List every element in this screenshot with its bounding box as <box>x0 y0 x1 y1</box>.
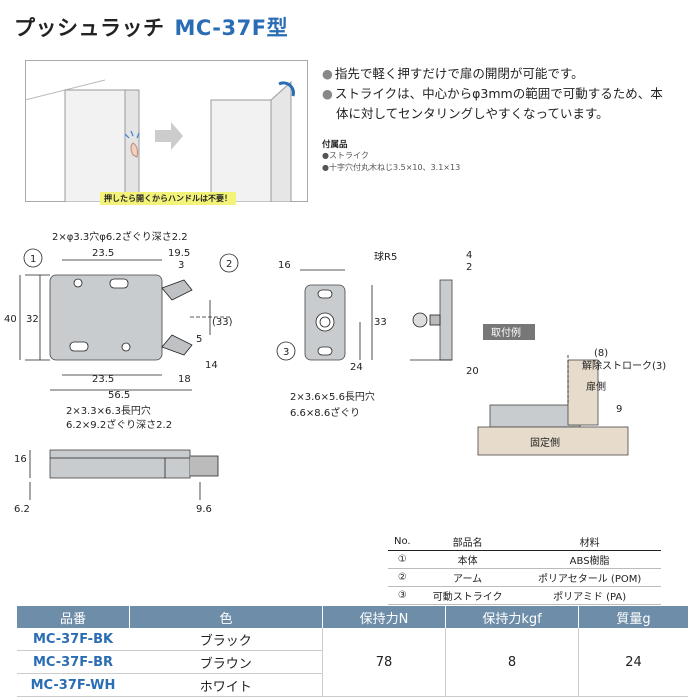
table-row: MC-37F-BR ブラウン <box>16 650 689 674</box>
dim-19-5: 19.5 <box>168 248 190 259</box>
dim-33: 33 <box>374 317 387 328</box>
dim-16a: 16 <box>14 454 27 465</box>
dim-3: 3 <box>178 260 184 271</box>
strike-hole-1: 2×3.6×5.6長円穴 <box>290 390 375 403</box>
marker-3: 3 <box>283 347 289 358</box>
illustration-caption: 押したら開くからハンドルは不要！ <box>100 192 236 205</box>
dim-14: 14 <box>205 360 218 371</box>
force-n-value: 78 <box>322 628 446 697</box>
feature-list: ●指先で軽く押すだけで扉の開閉が可能です。 ●ストライクは、中心からφ3mmの範… <box>322 64 692 124</box>
door-side-label: 扉側 <box>586 380 606 393</box>
mass-value: 24 <box>578 628 688 697</box>
dim-9: 9 <box>616 404 622 415</box>
page-title: プッシュラッチ MC-37F型 <box>14 12 288 42</box>
spec-header: 質量g <box>578 606 688 628</box>
marker-1: 1 <box>30 254 36 265</box>
dim-2: 2 <box>466 262 472 273</box>
marker-2: 2 <box>226 259 232 270</box>
hole-spec-top: 2×φ3.3穴φ6.2ざぐり深さ2.2 <box>52 230 188 243</box>
title-model: MC-37F型 <box>174 16 289 40</box>
table-row: MC-37F-BK ブラック 78 8 24 <box>16 628 688 697</box>
title-main: プッシュラッチ <box>14 16 165 40</box>
hole-spec-bottom-1: 2×3.3×6.3長円穴 <box>66 404 151 417</box>
dim-56-5: 56.5 <box>108 390 130 401</box>
dim-23-5b: 23.5 <box>92 374 114 385</box>
mount-8: (8) <box>594 348 608 359</box>
bullet-icon: ● <box>322 151 329 160</box>
usage-illustration <box>25 60 308 202</box>
dim-32: 32 <box>26 314 39 325</box>
dim-16b: 16 <box>278 260 291 271</box>
spec-header: 品番 <box>16 606 130 628</box>
dim-40: 40 <box>4 314 17 325</box>
accessory-item: ●十字穴付丸木ねじ3.5×10、3.1×13 <box>322 163 461 172</box>
release-stroke: 解除ストローク(3) <box>582 359 666 372</box>
dim-5: 5 <box>196 334 202 345</box>
hole-spec-bottom-2: 6.2×9.2ざぐり深さ2.2 <box>66 418 172 431</box>
dim-24: 24 <box>350 362 363 373</box>
accessories-title: 付属品 <box>322 140 348 150</box>
bullet-icon: ● <box>322 86 333 101</box>
bullet-icon: ● <box>322 163 329 172</box>
feature-item: ●ストライクは、中心からφ3mmの範囲で可動するため、本 <box>322 86 663 101</box>
spec-header: 保持力N <box>322 606 446 628</box>
table-row: MC-37F-WH ホワイト <box>16 673 689 697</box>
fixed-side-label: 固定側 <box>530 436 560 449</box>
mount-label: 取付例 <box>491 326 521 339</box>
dim-33p: (33) <box>212 317 233 328</box>
technical-drawing: 1 2 3 2×φ3.3穴φ6.2ざぐり深さ2.2 23.5 19.5 3 40… <box>4 230 666 515</box>
feature-item: 体に対してセンタリングしやすくなっています。 <box>336 106 609 121</box>
strike-hole-2: 6.6×8.6ざぐり <box>290 406 360 419</box>
parts-header: 部品名 <box>416 533 519 551</box>
dim-20: 20 <box>466 366 479 377</box>
spec-header: 保持力kgf <box>445 606 579 628</box>
parts-header: 材料 <box>518 533 661 551</box>
spec-header: 色 <box>129 606 323 628</box>
dim-6-2: 6.2 <box>14 504 30 515</box>
parts-header: No. <box>388 533 417 551</box>
bullet-icon: ● <box>322 66 333 81</box>
dim-4: 4 <box>466 250 472 261</box>
accessory-item: ●ストライク <box>322 151 369 160</box>
dim-18: 18 <box>178 374 191 385</box>
spec-table: 品番 色 保持力N 保持力kgf 質量g MC-37F-BK ブラック 78 8… <box>16 606 688 697</box>
dim-9-6: 9.6 <box>196 504 212 515</box>
dim-23-5a: 23.5 <box>92 248 114 259</box>
ball-label: 球R5 <box>374 250 397 263</box>
force-kgf-value: 8 <box>445 628 579 697</box>
feature-item: ●指先で軽く押すだけで扉の開閉が可能です。 <box>322 66 584 81</box>
